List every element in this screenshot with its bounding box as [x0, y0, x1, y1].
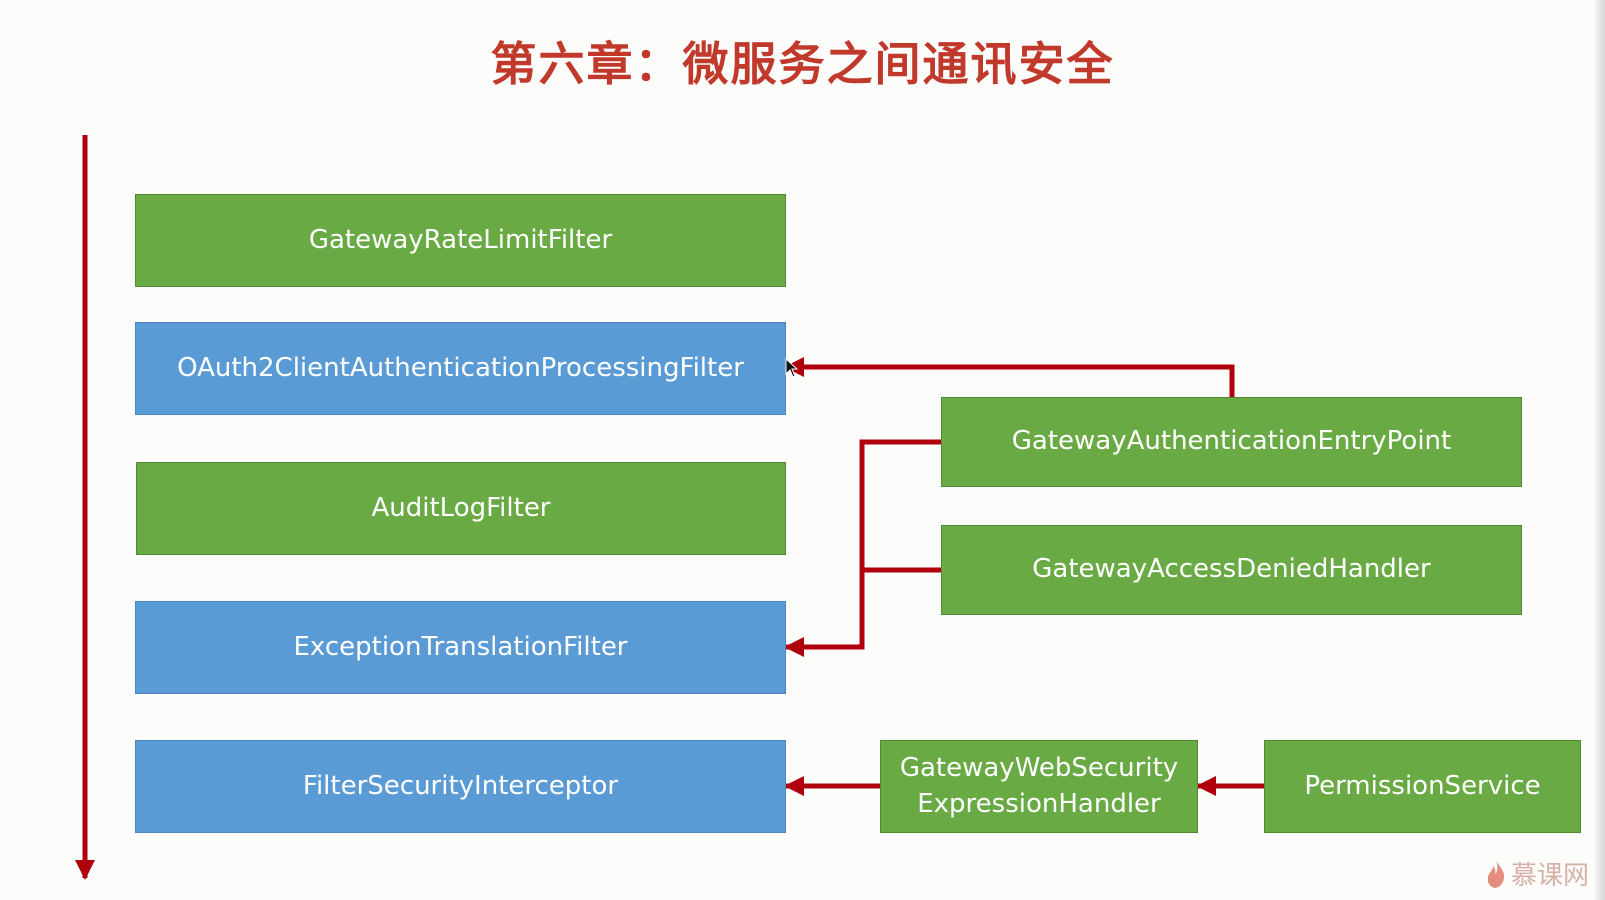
permission-service-label: PermissionService	[1304, 770, 1541, 801]
audit-log-filter-label: AuditLogFilter	[371, 492, 551, 523]
slide-title: 第六章：微服务之间通讯安全	[490, 37, 1115, 91]
filter-security-interceptor-label: FilterSecurityInterceptor	[302, 770, 619, 801]
oauth2-client-authentication-processing-filter-label: OAuth2ClientAuthenticationProcessingFilt…	[177, 352, 744, 383]
watermark-logo: 慕课网	[1485, 855, 1589, 892]
gateway-rate-limit-filter-box: GatewayRateLimitFilter	[135, 194, 786, 287]
gateway-rate-limit-filter-label: GatewayRateLimitFilter	[308, 224, 613, 255]
exception-translation-filter-box: ExceptionTranslationFilter	[135, 601, 786, 694]
exception-translation-filter-label: ExceptionTranslationFilter	[293, 631, 628, 662]
gateway-authentication-entry-point-box: GatewayAuthenticationEntryPoint	[941, 397, 1522, 487]
gateway-web-security-expression-handler-label-line2: ExpressionHandler	[917, 788, 1161, 819]
gateway-access-denied-handler-label: GatewayAccessDeniedHandler	[1032, 554, 1431, 585]
slide-right-edge	[1595, 0, 1605, 900]
watermark-text: 慕课网	[1510, 861, 1589, 891]
audit-log-filter-box: AuditLogFilter	[136, 462, 786, 555]
gateway-web-security-expression-handler-box: GatewayWebSecurity ExpressionHandler	[880, 740, 1198, 833]
gateway-authentication-entry-point-label: GatewayAuthenticationEntryPoint	[1011, 426, 1452, 457]
flame-icon	[1487, 859, 1505, 888]
gateway-web-security-expression-handler-label-line1: GatewayWebSecurity	[899, 753, 1179, 784]
edge-entrypoint-to-oauth2-filter	[784, 357, 1235, 397]
edge-entrypoint-to-exception-filter	[784, 439, 941, 657]
filter-security-interceptor-box: FilterSecurityInterceptor	[135, 740, 786, 833]
oauth2-client-authentication-processing-filter-box: OAuth2ClientAuthenticationProcessingFilt…	[135, 322, 786, 415]
mouse-cursor-icon	[785, 358, 799, 378]
gateway-access-denied-handler-box: GatewayAccessDeniedHandler	[941, 525, 1522, 615]
permission-service-box: PermissionService	[1264, 740, 1581, 833]
